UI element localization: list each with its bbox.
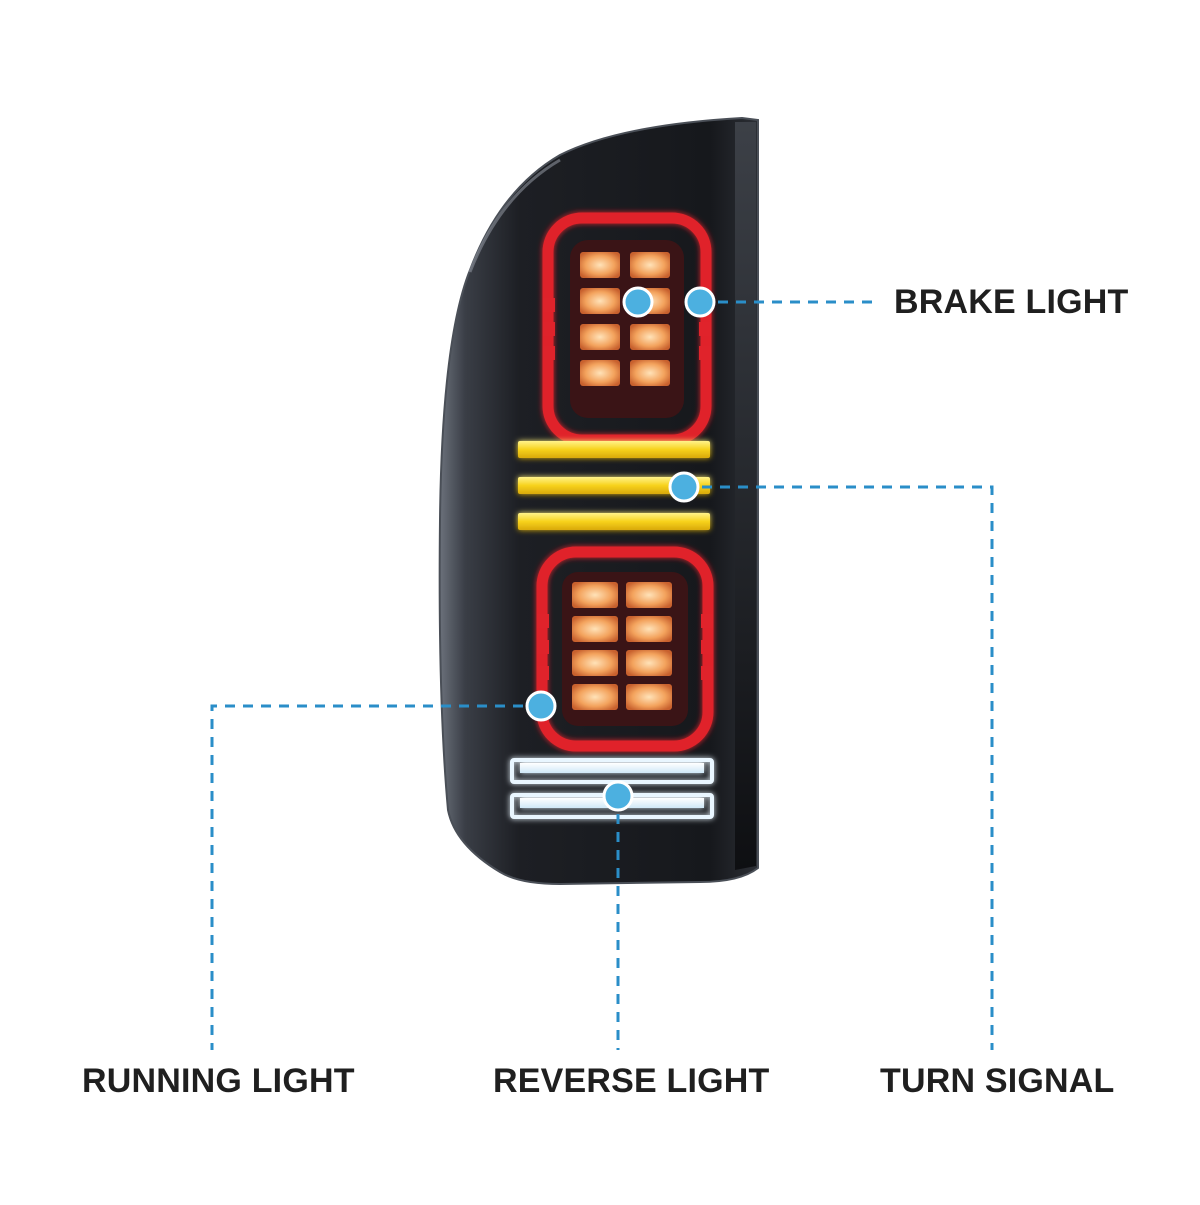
- turn-callout-dot: [668, 471, 700, 503]
- running-callout-dot: [525, 690, 557, 722]
- callout-lines: [210, 300, 994, 1050]
- brake-light-label: BRAKE LIGHT: [894, 283, 1129, 321]
- lower-brake-module: [536, 546, 714, 752]
- brake-callout-dot-a: [622, 286, 654, 318]
- turn-callout-line: [684, 485, 994, 1050]
- reverse-callout-dot: [602, 780, 634, 812]
- brake-led-matrix-lower: [572, 582, 672, 710]
- running-callout-line: [210, 704, 541, 1050]
- running-light-label: RUNNING LIGHT: [82, 1062, 355, 1100]
- turn-signal-bars: [518, 441, 710, 530]
- callout-dots: [525, 286, 716, 812]
- turn-signal-label: TURN SIGNAL: [880, 1062, 1115, 1100]
- reverse-light-label: REVERSE LIGHT: [493, 1062, 770, 1100]
- brake-callout-dot-b: [684, 286, 716, 318]
